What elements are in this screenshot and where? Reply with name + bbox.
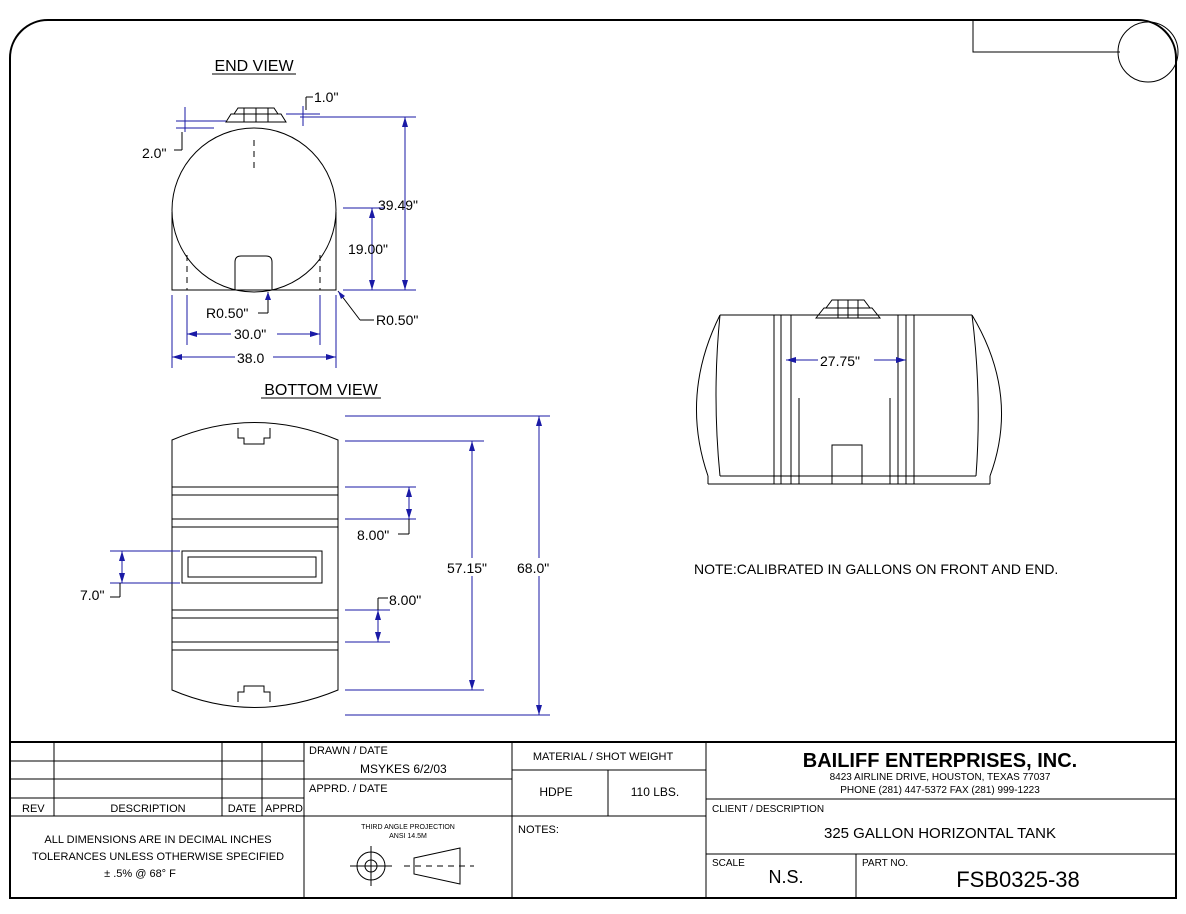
bottom-view-dimensions: 8.00" 7.0" 8.00" 57.15" 68.0" (80, 415, 550, 716)
apprd-header: APPRD (265, 803, 303, 815)
company-phone-fax: PHONE (281) 447-5372 FAX (281) 999-1223 (840, 785, 1040, 796)
calibration-note: NOTE:CALIBRATED IN GALLONS ON FRONT AND … (694, 561, 1058, 577)
dim-8-00-lower: 8.00" (389, 592, 421, 608)
projection-symbol-icon (350, 846, 474, 886)
dim-68-0: 68.0" (517, 560, 549, 576)
dim-39-49: 39.49" (378, 197, 418, 213)
projection-line-2: ANSI 14.5M (389, 833, 427, 840)
company-name: BAILIFF ENTERPRISES, INC. (803, 750, 1077, 772)
scale-value: N.S. (768, 867, 803, 887)
dim-1-0: 1.0" (314, 89, 338, 105)
dim-38-0: 38.0 (237, 350, 264, 366)
side-view-dimensions: 27.75" (786, 353, 906, 369)
dim-30-0: 30.0" (234, 326, 266, 342)
corner-circle (1117, 21, 1179, 83)
tolerance-line-1: ALL DIMENSIONS ARE IN DECIMAL INCHES (44, 834, 271, 846)
date-header: DATE (228, 803, 257, 815)
dim-57-15: 57.15" (447, 560, 487, 576)
drawn-value: MSYKES 6/2/03 (360, 762, 447, 776)
client-description-label: CLIENT / DESCRIPTION (712, 804, 824, 815)
projection-line-1: THIRD ANGLE PROJECTION (361, 824, 455, 831)
tolerance-line-3: ± .5% @ 68° F (104, 868, 176, 880)
title-block: REV DESCRIPTION DATE APPRD ALL DIMENSION… (10, 741, 1176, 898)
scale-label: SCALE (712, 858, 745, 869)
weight-value: 110 LBS. (631, 785, 679, 799)
company-address: 8423 AIRLINE DRIVE, HOUSTON, TEXAS 77037 (830, 772, 1051, 783)
description-header: DESCRIPTION (110, 803, 185, 815)
end-view-title: END VIEW (214, 58, 294, 75)
side-view (695, 299, 1002, 485)
end-view-dimensions: 1.0" 2.0" 39.49" 19.00" R0.50" R0.50" (142, 89, 418, 368)
dim-r050-right: R0.50" (376, 312, 418, 328)
sheet-border (9, 19, 1177, 899)
end-view (171, 107, 337, 293)
material-value: HDPE (539, 785, 572, 799)
drawn-date-label: DRAWN / DATE (309, 745, 388, 757)
bottom-view (171, 422, 339, 708)
notes-label: NOTES: (518, 824, 559, 836)
tolerance-line-2: TOLERANCES UNLESS OTHERWISE SPECIFIED (32, 851, 284, 863)
rev-header: REV (22, 803, 45, 815)
dim-r050-left: R0.50" (206, 305, 248, 321)
part-no-label: PART NO. (862, 858, 908, 869)
dim-2-0: 2.0" (142, 145, 166, 161)
material-label: MATERIAL / SHOT WEIGHT (533, 751, 674, 763)
corner-tab (972, 20, 1120, 53)
part-no-value: FSB0325-38 (956, 867, 1080, 892)
apprd-date-label: APPRD. / DATE (309, 783, 388, 795)
dim-8-00-upper: 8.00" (357, 527, 389, 543)
dim-19-00: 19.00" (348, 241, 388, 257)
bottom-view-title: BOTTOM VIEW (264, 382, 378, 399)
client-description-value: 325 GALLON HORIZONTAL TANK (824, 825, 1056, 842)
dim-7-0: 7.0" (80, 587, 104, 603)
dim-27-75: 27.75" (820, 353, 860, 369)
